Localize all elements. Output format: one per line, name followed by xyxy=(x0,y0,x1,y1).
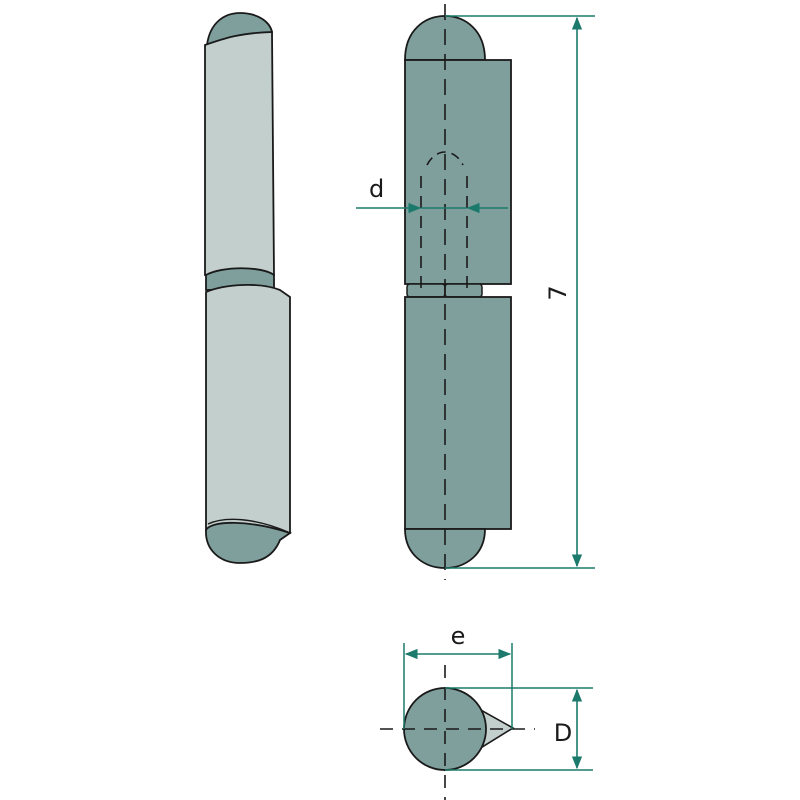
front-knuckle xyxy=(406,283,446,298)
front-upper-leaf xyxy=(404,59,512,285)
label-length: 7 xyxy=(544,285,572,300)
front-lower-leaf xyxy=(404,296,512,530)
dimension-length: 7 xyxy=(445,15,595,569)
label-D: D xyxy=(554,719,572,747)
hidden-pin xyxy=(420,151,468,297)
side-lower-barrel xyxy=(205,284,291,534)
cross-section: e D xyxy=(380,622,593,800)
front-view xyxy=(404,4,512,580)
side-upper-barrel xyxy=(204,31,275,276)
side-top-cap xyxy=(205,12,274,47)
dimension-d: d xyxy=(356,175,508,214)
label-e: e xyxy=(451,622,466,650)
label-d: d xyxy=(369,175,384,203)
side-bottom-cap xyxy=(205,521,292,564)
side-view xyxy=(204,12,292,564)
